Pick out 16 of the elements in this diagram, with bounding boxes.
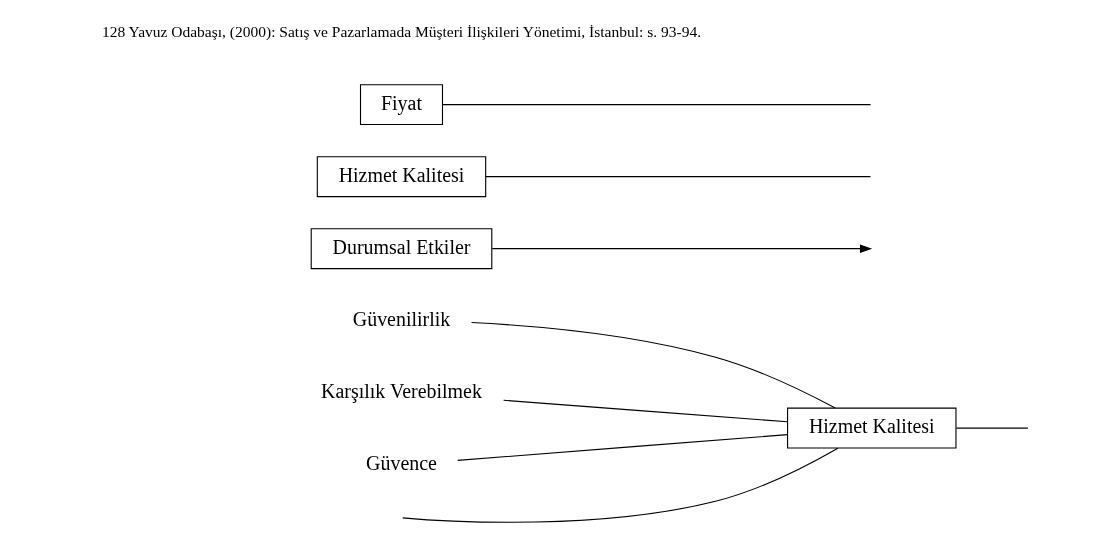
arrow [491,244,873,253]
node-box: Durumsal Etkiler [310,228,493,270]
connector [471,322,836,409]
node-text: Güvence [366,451,437,474]
connector [485,176,872,178]
node-text: Karşılık Verebilmek [321,379,482,402]
label: 128 Yavuz Odabaşı, (2000): Satış ve Pazarlamada Müşteri İlişkileri Yönetimi, İstanbul: s. 93-94. [101,22,702,40]
node-box: Hizmet Kalitesi [787,407,957,449]
connector [503,399,788,423]
connector [457,434,788,461]
node-box: Hizmet Kalitesi [316,156,487,198]
node-text: Güvenilirlik [352,307,451,330]
node-box: Fiyat [359,84,444,126]
connector [441,104,872,106]
connector [402,447,839,523]
connector [955,427,1029,429]
